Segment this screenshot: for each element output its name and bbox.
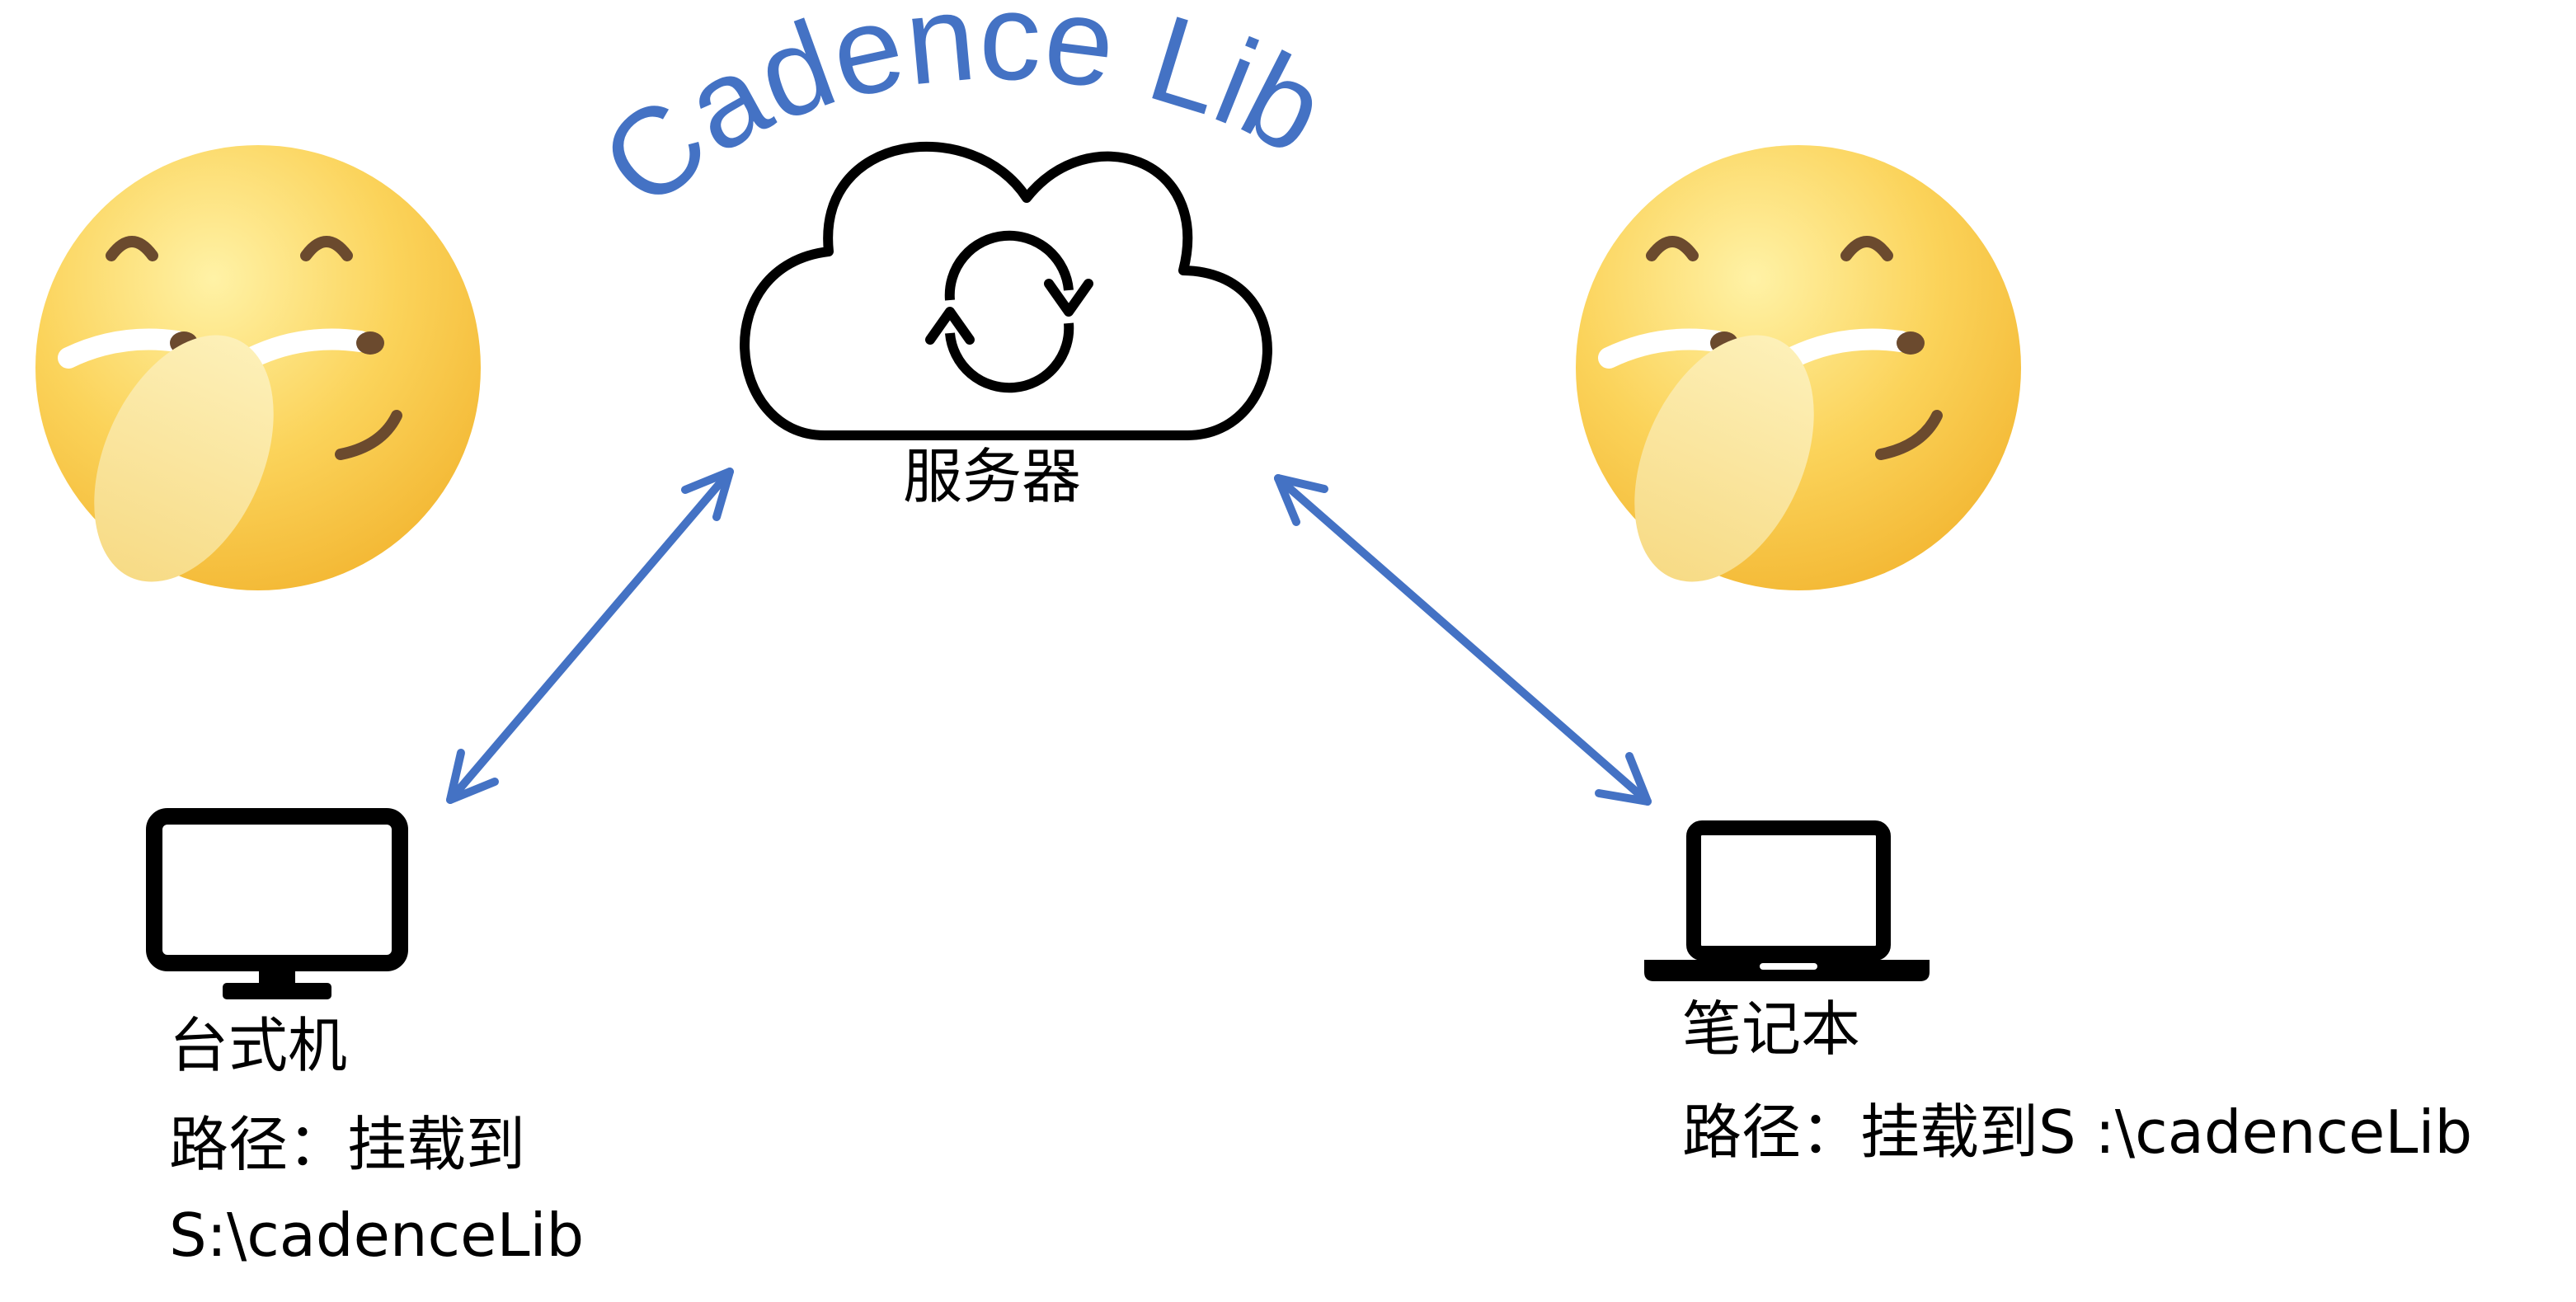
diagram-title: Cadence Lib	[575, 0, 1346, 233]
server-label: 服务器	[903, 442, 1082, 511]
laptop-path: 路径：挂载到S :\cadenceLib	[1682, 1098, 2473, 1167]
desktop-path-line-1: 路径：挂载到	[169, 1110, 526, 1179]
cloud-sync-icon	[740, 141, 1272, 440]
desktop-monitor-icon	[146, 808, 408, 999]
bidirectional-arrow	[1274, 474, 1652, 806]
laptop-icon	[1644, 820, 1930, 981]
laptop-label: 笔记本	[1682, 994, 1861, 1064]
desktop-path-line-2: S:\cadenceLib	[169, 1201, 585, 1270]
shy-laughing-face-icon	[1576, 145, 2021, 609]
shy-laughing-face-icon	[35, 145, 481, 609]
bidirectional-arrow	[446, 468, 734, 804]
desktop-label: 台式机	[169, 1011, 348, 1080]
